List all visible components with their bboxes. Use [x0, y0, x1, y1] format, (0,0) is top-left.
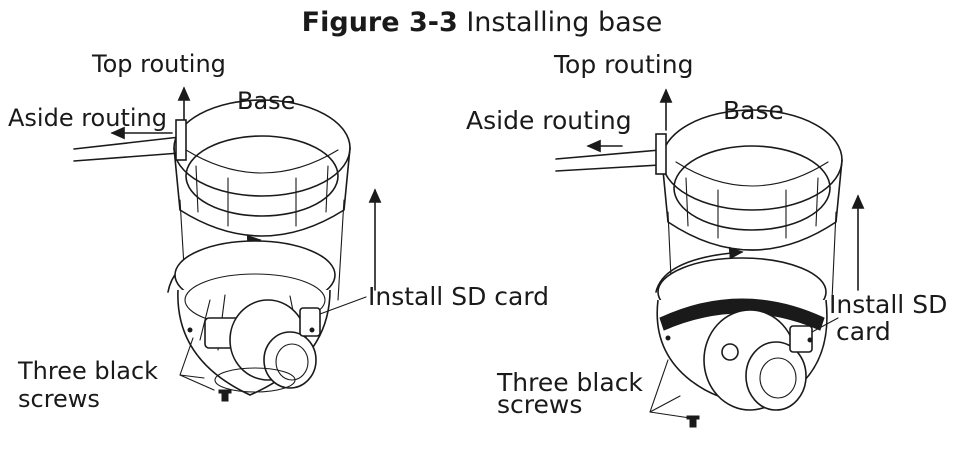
right-aside-routing-label: Aside routing: [466, 106, 632, 135]
rotation-arrow: [655, 246, 744, 293]
left-screws: [179, 337, 232, 402]
right-install-sd-label-line2: card: [836, 317, 891, 346]
sd-card-pointer: [319, 296, 367, 315]
left-screws-label-line2: screws: [18, 385, 100, 413]
figure-caption: Figure 3-3 Installing base: [0, 6, 964, 40]
right-camera: [656, 257, 828, 411]
right-diagram: [555, 88, 865, 428]
left-camera: [174, 240, 336, 396]
guide-line: [337, 199, 345, 301]
left-diagram: [73, 86, 382, 402]
left-install-sd-label: Install SD card: [368, 282, 550, 311]
left-base-ring: [173, 99, 351, 237]
right-base-ring: [655, 109, 843, 251]
right-screws-label-line1: Three black: [497, 368, 643, 397]
right-cable: [555, 149, 661, 172]
figure-title: Installing base: [466, 7, 663, 38]
figure-number: Figure 3-3: [301, 7, 458, 38]
guide-line: [831, 211, 837, 301]
left-aside-routing-label: Aside routing: [8, 104, 167, 132]
left-top-routing-label: Top routing: [92, 50, 226, 78]
left-screws-label-line1: Three black: [18, 357, 159, 385]
right-screws-label-line2: screws: [497, 390, 583, 419]
right-install-sd-label-line1: Install SD: [829, 290, 948, 319]
left-cable: [73, 136, 181, 162]
left-base-label: Base: [237, 87, 296, 115]
sd-card-pointer: [811, 317, 839, 333]
right-screws: [649, 359, 700, 428]
right-base-label: Base: [723, 96, 784, 125]
right-top-routing-label: Top routing: [554, 50, 694, 79]
